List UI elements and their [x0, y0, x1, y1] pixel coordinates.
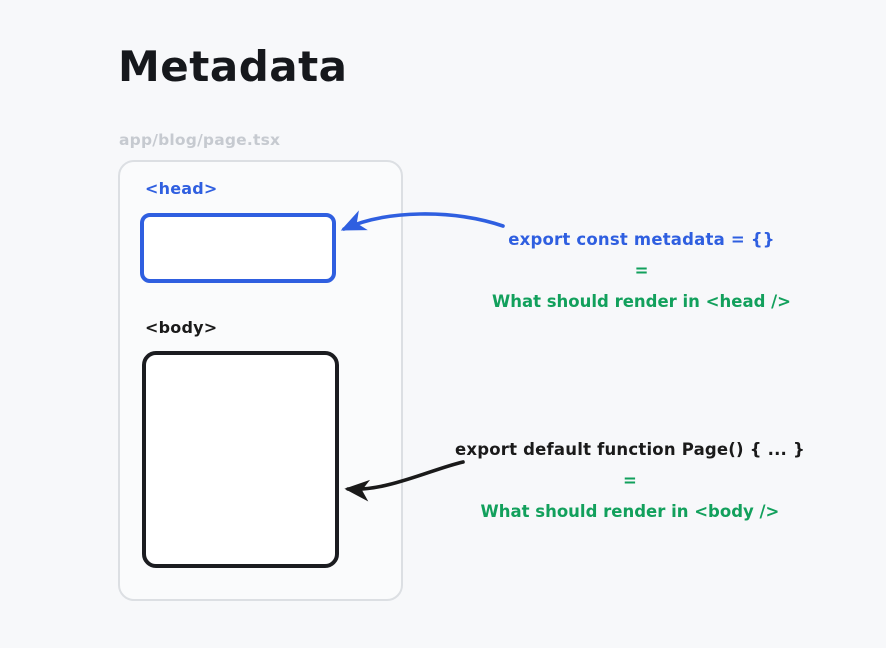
body-tag-label: <body> [145, 318, 218, 337]
body-content-box [142, 351, 339, 568]
body-annotation-equals: = [623, 471, 637, 490]
file-path-label: app/blog/page.tsx [119, 131, 281, 149]
head-annotation-equals: = [634, 261, 649, 280]
body-annotation-code: export default function Page() { ... } [455, 440, 805, 459]
head-annotation-result: What should render in <head /> [492, 292, 791, 311]
head-content-box [140, 213, 336, 283]
page-title: Metadata [118, 42, 348, 91]
head-annotation: export const metadata = {} = What should… [492, 230, 791, 311]
head-annotation-code: export const metadata = {} [508, 230, 775, 249]
body-annotation: export default function Page() { ... } =… [455, 440, 805, 521]
head-tag-label: <head> [145, 179, 218, 198]
body-annotation-result: What should render in <body /> [480, 502, 780, 521]
